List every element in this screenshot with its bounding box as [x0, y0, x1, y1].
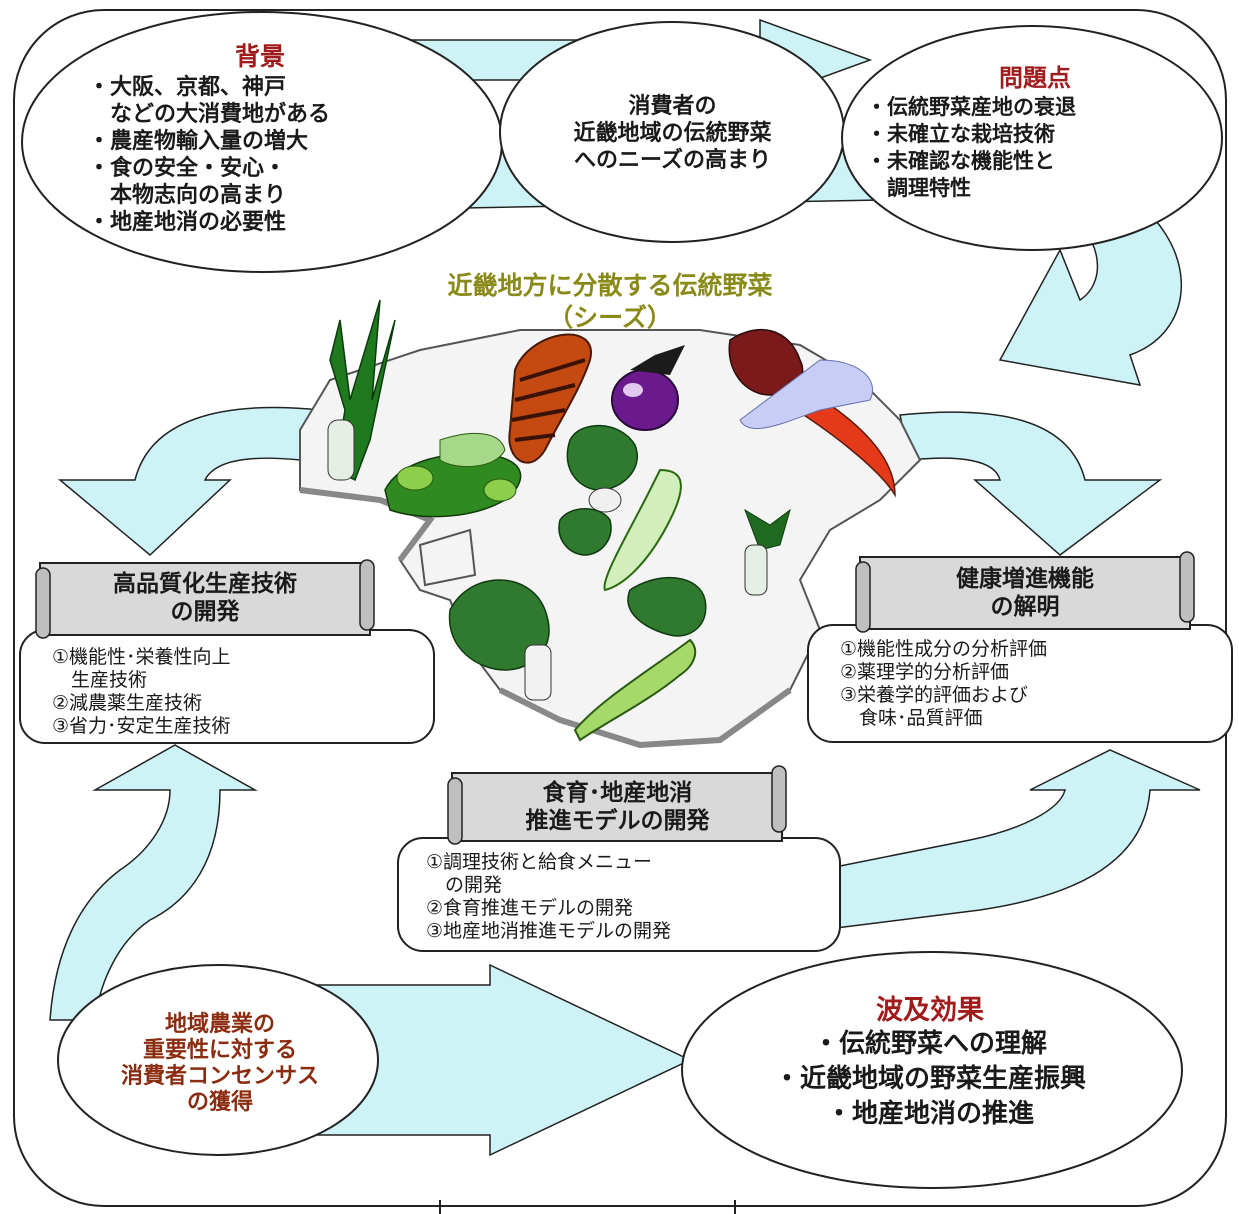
consensus-line: 消費者コンセンサス	[120, 1064, 319, 1089]
problems-item: 調理特性	[866, 176, 971, 200]
map-shadow-2	[498, 687, 792, 749]
spinach-illustration	[558, 508, 612, 556]
problems-ellipse	[841, 25, 1223, 251]
center-scroll-banner	[447, 765, 787, 845]
center-module-title-line: 食育･地産地消	[542, 780, 693, 806]
background-item: ・食の安全・安心・	[88, 156, 287, 181]
left-module-title: 高品質化生産技術 の開発	[55, 570, 355, 626]
background-list: ・大阪、京都、神戸 などの大消費地がある ・農産物輸入量の増大 ・食の安全・安心…	[88, 74, 330, 236]
left-module-item: ②減農薬生産技術	[52, 692, 203, 714]
right-module-title-line: の解明	[990, 594, 1060, 620]
right-module-list: ①機能性成分の分析評価 ②薬理学的分析評価 ③栄養学的評価および 食味･品質評価	[840, 638, 1047, 730]
ripple-title: 波及効果	[876, 995, 984, 1026]
seeds-title: 近畿地方に分散する伝統野菜 （シーズ）	[360, 270, 860, 334]
bean-pod-illustration	[573, 638, 697, 742]
center-module-item: ①調理技術と給食メニュー	[426, 851, 653, 873]
bottom-right-up-arrow	[819, 749, 1201, 931]
background-title: 背景	[234, 42, 285, 71]
background-item: などの大消費地がある	[88, 102, 331, 127]
right-module-item: 食味･品質評価	[840, 707, 983, 729]
consumer-needs-line: へのニーズの高まり	[574, 148, 771, 173]
bean-illustration	[384, 432, 522, 518]
consumer-needs-text: 消費者の 近畿地域の伝統野菜 へのニーズの高まり	[515, 93, 830, 174]
striped-gourd-illustration	[508, 333, 592, 464]
problems-item: ・未確立な栽培技術	[866, 122, 1055, 146]
right-scroll-banner	[855, 551, 1195, 633]
background-block: 背景	[60, 42, 460, 72]
background-item: ・大阪、京都、神戸	[88, 75, 287, 100]
bottom-stub	[439, 1200, 736, 1214]
left-scroll-banner	[35, 559, 375, 639]
consensus-ellipse	[57, 964, 379, 1156]
left-module-list: ①機能性･栄養性向上 生産技術 ②減農薬生産技術 ③省力･安定生産技術	[52, 646, 231, 738]
consensus-line: 地域農業の	[164, 1012, 275, 1037]
consensus-line: の獲得	[186, 1090, 253, 1115]
turnip-illustration	[566, 424, 638, 513]
carrot-illustration	[728, 329, 896, 498]
cucumber-illustration	[603, 468, 682, 592]
left-module-item: ①機能性･栄養性向上	[52, 646, 231, 668]
right-module-item: ①機能性成分の分析評価	[840, 638, 1048, 660]
ripple-list: ・伝統野菜への理解 ・近畿地域の野菜生産振興 ・地産地消の推進	[700, 1027, 1160, 1132]
ripple-item: ・伝統野菜への理解	[812, 1029, 1047, 1059]
background-item: ・地産地消の必要性	[88, 210, 287, 235]
right-module-item: ③栄養学的評価および	[840, 684, 1029, 706]
center-module-item: ②食育推進モデルの開発	[426, 897, 634, 919]
center-module-item: の開発	[426, 874, 503, 896]
left-module-title-line: の開発	[170, 599, 240, 625]
right-module-title: 健康増進機能 の解明	[875, 565, 1175, 621]
center-module-list: ①調理技術と給食メニュー の開発 ②食育推進モデルの開発 ③地産地消推進モデルの…	[426, 851, 671, 943]
right-module-item: ②薬理学的分析評価	[840, 661, 1010, 683]
background-item: ・農産物輸入量の増大	[88, 129, 309, 154]
center-module-item: ③地産地消推進モデルの開発	[426, 920, 672, 942]
radish-illustration	[448, 579, 552, 701]
right-curve-arrow	[899, 411, 1163, 556]
left-module-title-line: 高品質化生産技術	[113, 571, 297, 597]
consensus-line: 重要性に対する	[142, 1038, 297, 1063]
ripple-item: ・地産地消の推進	[825, 1099, 1034, 1129]
left-module-item: ③省力･安定生産技術	[52, 715, 231, 737]
outer-frame	[13, 9, 1227, 1207]
consensus-text: 地域農業の 重要性に対する 消費者コンセンサス の獲得	[70, 1012, 370, 1116]
left-curve-arrow	[57, 406, 322, 557]
ripple-ellipse	[681, 951, 1183, 1189]
left-module-item: 生産技術	[52, 669, 148, 691]
consensus-arrow	[299, 963, 692, 1157]
consumer-needs-line: 近畿地域の伝統野菜	[573, 121, 772, 146]
ripple-item: ・近畿地域の野菜生産振興	[773, 1064, 1086, 1094]
right-module-title-line: 健康増進機能	[956, 566, 1094, 592]
background-item: 本物志向の高まり	[88, 183, 287, 208]
problems-block: 問題点	[890, 64, 1180, 92]
center-module-title-line: 推進モデルの開発	[525, 808, 710, 834]
problems-list: ・伝統野菜産地の衰退 ・未確立な栽培技術 ・未確認な機能性と 調理特性	[866, 94, 1076, 202]
problems-title: 問題点	[999, 64, 1071, 92]
problems-item: ・未確認な機能性と	[866, 149, 1055, 173]
seeds-title-line1: 近畿地方に分散する伝統野菜	[447, 271, 773, 300]
center-module-title: 食育･地産地消 推進モデルの開発	[465, 779, 770, 835]
eggplant-illustration	[611, 345, 685, 431]
ripple-block: 波及効果 ・伝統野菜への理解 ・近畿地域の野菜生産振興 ・地産地消の推進	[700, 995, 1160, 1132]
map-island	[418, 528, 477, 587]
leek-illustration	[744, 508, 791, 596]
leafy-green-illustration	[627, 577, 707, 637]
green-onion-illustration	[327, 299, 396, 482]
seeds-title-line2: （シーズ）	[548, 303, 672, 332]
consumer-needs-line: 消費者の	[628, 94, 717, 119]
problems-item: ・伝統野菜産地の衰退	[866, 95, 1076, 119]
